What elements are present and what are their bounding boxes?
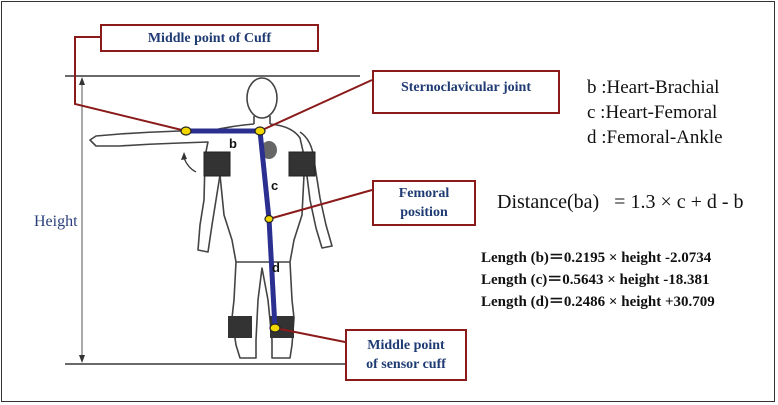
segment-d (266, 218, 278, 329)
length-formulas: Length (b)＝0.2195 × height -2.0734 Lengt… (481, 247, 715, 313)
left-ankle-cuff (228, 316, 252, 338)
height-arrow-bottom (79, 355, 85, 363)
sternoclavicular-callout-text: Sternoclavicular joint (400, 79, 531, 95)
length-formula-c: Length (c)＝0.5643 × height -18.381 (481, 272, 710, 288)
sensor-callout-line1: Middle point (367, 338, 445, 353)
height-label: Height (34, 213, 78, 230)
segment-c-label: c (271, 178, 278, 193)
cuff-callout-text: Middle point of Cuff (147, 30, 272, 46)
right-arm-cuff (288, 151, 316, 177)
arm-rotation-arrow (183, 157, 197, 173)
legend-item-d: d :Femoral-Ankle (587, 127, 723, 148)
height-arrow-top (79, 77, 85, 85)
length-formula-d: Length (d)＝0.2486 × height +30.709 (481, 294, 715, 310)
sensor-callout-line2: of sensor cuff (366, 357, 446, 372)
arm-cuff (203, 151, 231, 177)
femoral-callout-line2: position (400, 205, 448, 220)
femoral-callout-line1: Femoral (398, 186, 450, 201)
cuff-leader-line (74, 36, 187, 132)
segment-b-label: b (229, 136, 237, 151)
sternoclavicular-leader-line (259, 79, 373, 132)
segment-legend: b :Heart-Brachial c :Heart-Femoral d :Fe… (587, 75, 723, 150)
sternoclavicular-callout: Sternoclavicular joint (372, 70, 560, 114)
segment-d-label: d (272, 260, 280, 275)
sensor-cuff-marker (269, 323, 281, 333)
femoral-callout: Femoral position (372, 180, 476, 226)
segment-c (257, 130, 272, 220)
sensor-callout: Middle point of sensor cuff (345, 329, 467, 381)
legend-item-b: b :Heart-Brachial (587, 77, 720, 98)
human-figure (89, 77, 333, 359)
heart-shape (261, 141, 277, 159)
femoral-leader-line (268, 189, 373, 220)
legend-item-c: c :Heart-Femoral (587, 102, 718, 123)
distance-formula: Distance(ba) = 1.3 × c + d - b (497, 191, 744, 213)
length-formula-b: Length (b)＝0.2195 × height -2.0734 (481, 250, 712, 266)
femoral-marker (264, 214, 274, 224)
cuff-callout: Middle point of Cuff (100, 24, 319, 52)
sensor-leader-line (274, 327, 346, 343)
cuff-point-marker (180, 126, 192, 136)
sternoclavicular-marker (254, 126, 266, 136)
